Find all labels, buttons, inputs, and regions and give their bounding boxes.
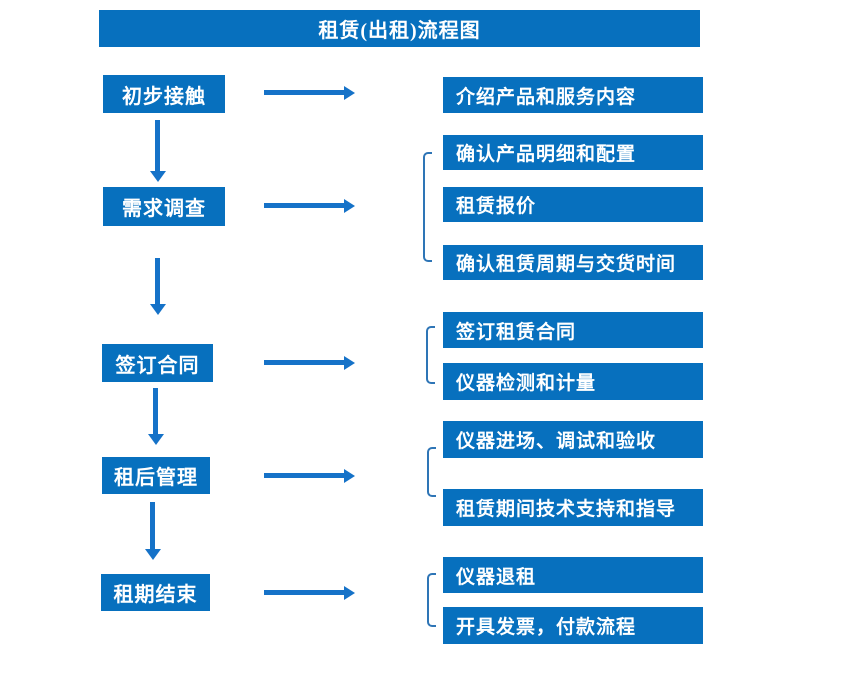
detail-box: 仪器检测和计量	[443, 363, 703, 400]
down-arrow-icon-1	[155, 120, 160, 171]
down-arrow-icon-4	[150, 502, 155, 549]
down-arrow-icon-2	[155, 258, 160, 304]
group-bracket-3	[426, 326, 435, 384]
detail-box: 开具发票，付款流程	[443, 607, 703, 644]
step-box-5: 租期结束	[101, 574, 210, 611]
right-arrow-icon-2	[264, 203, 344, 208]
down-arrow-icon-3	[153, 388, 158, 434]
title-bar: 租赁(出租)流程图	[99, 10, 700, 47]
step-box-3: 签订合同	[102, 344, 213, 382]
group-bracket-2	[423, 152, 432, 262]
right-arrow-icon-5	[264, 590, 344, 595]
right-arrow-icon-4	[264, 473, 344, 478]
group-bracket-4	[427, 447, 436, 497]
right-arrow-icon-3	[264, 360, 344, 365]
group-bracket-5	[427, 573, 436, 627]
detail-box: 租赁期间技术支持和指导	[443, 489, 703, 526]
step-box-4: 租后管理	[102, 457, 210, 494]
step-box-2: 需求调查	[103, 187, 225, 226]
page-title: 租赁(出租)流程图	[318, 20, 481, 42]
detail-box: 签订租赁合同	[443, 312, 703, 348]
step-box-1: 初步接触	[103, 75, 225, 113]
right-arrow-icon-1	[264, 90, 344, 95]
detail-box: 确认租赁周期与交货时间	[443, 245, 703, 280]
detail-box: 仪器进场、调试和验收	[443, 421, 703, 458]
detail-box: 介绍产品和服务内容	[443, 77, 703, 113]
detail-box: 租赁报价	[443, 187, 703, 222]
detail-box: 确认产品明细和配置	[443, 135, 703, 170]
detail-box: 仪器退租	[443, 557, 703, 593]
